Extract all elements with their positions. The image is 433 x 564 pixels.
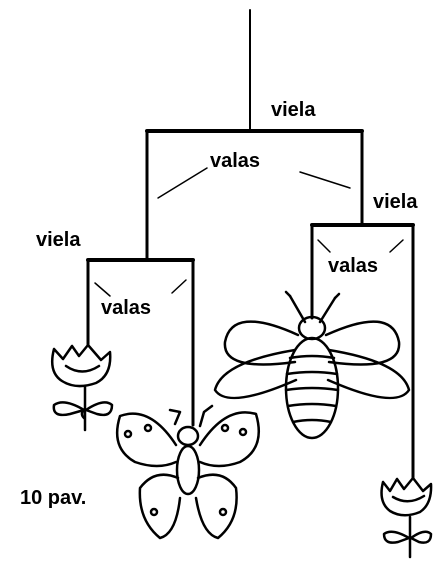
pointer-line	[300, 172, 350, 188]
butterfly-icon	[117, 406, 259, 538]
pointer-line	[172, 280, 186, 293]
pointer-line	[390, 240, 403, 252]
rod-label-left: viela	[36, 229, 81, 251]
rod-label-top: viela	[271, 99, 316, 121]
pointer-line	[158, 168, 207, 198]
tulip-left-icon	[52, 345, 112, 430]
thread-label-right: valas	[328, 255, 378, 277]
pointer-line	[95, 283, 110, 296]
thread-label-top: valas	[210, 150, 260, 172]
thread-label-left: valas	[101, 297, 151, 319]
tulip-right-icon	[382, 478, 432, 557]
rod-label-right: viela	[373, 191, 418, 213]
figure-caption: 10 pav.	[20, 487, 86, 509]
pointer-line	[318, 240, 330, 252]
